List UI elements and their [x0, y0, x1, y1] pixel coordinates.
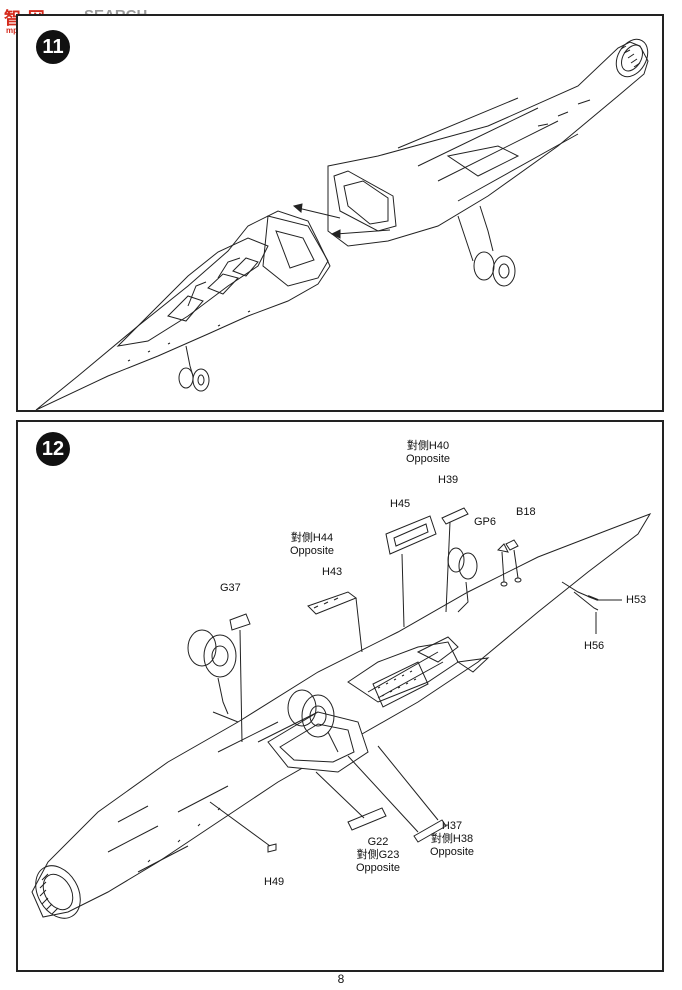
step-12-drawing — [31, 507, 652, 919]
label-h38-opp: Opposite — [430, 846, 475, 858]
label-h40-cn: 對側H40 — [406, 440, 450, 452]
label-h40-opposite: 對側H40 Opposite — [406, 440, 450, 466]
step-11-panel: 11 — [16, 14, 664, 412]
step-12-badge: 12 — [36, 432, 70, 466]
label-h44-opposite: 對側H44 Opposite — [290, 532, 334, 558]
step-11-drawing — [35, 38, 649, 410]
label-g37: G37 — [220, 582, 241, 594]
label-h38-cn: 對側H38 — [430, 833, 474, 845]
label-g22-group: G22 對側G23 Opposite — [356, 836, 400, 875]
label-h44-opp: Opposite — [290, 545, 335, 557]
step-11-badge: 11 — [36, 30, 70, 64]
label-h53: H53 — [626, 594, 647, 606]
label-h45: H45 — [390, 498, 411, 510]
label-g23-cn: 對側G23 — [356, 849, 400, 861]
label-h39: H39 — [438, 474, 459, 486]
label-h43: H43 — [322, 566, 343, 578]
label-g22: G22 — [367, 836, 389, 848]
label-h49: H49 — [264, 876, 285, 888]
page-number: 8 — [337, 972, 345, 986]
label-h40-opp: Opposite — [406, 453, 451, 465]
label-h37: H37 — [441, 820, 463, 832]
label-h56: H56 — [584, 640, 605, 652]
label-g23-opp: Opposite — [356, 862, 401, 874]
label-gp6: GP6 — [474, 516, 497, 528]
step-12-panel: 12 — [16, 420, 664, 972]
label-b18: B18 — [516, 506, 536, 518]
label-h37-group: H37 對側H38 Opposite — [430, 820, 474, 859]
label-h44-cn: 對側H44 — [290, 532, 334, 544]
